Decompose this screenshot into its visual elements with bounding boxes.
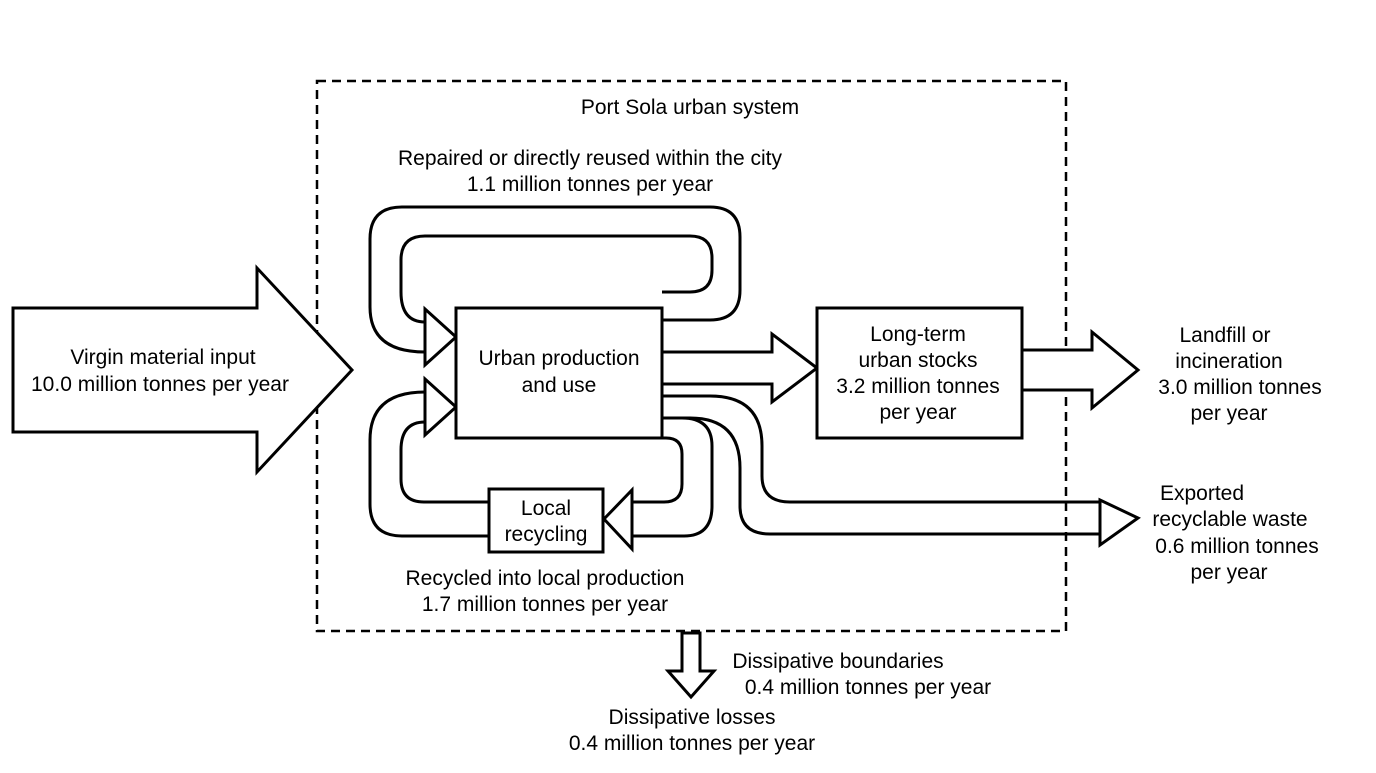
system-label: Port Sola urban system: [581, 96, 799, 119]
exported-value-1: 0.6 million tonnes: [1155, 535, 1318, 558]
recycled-label: Recycled into local production: [406, 567, 685, 590]
virgin-input-value: 10.0 million tonnes per year: [31, 373, 289, 396]
to-stocks-arrow: [660, 330, 820, 406]
urban-stocks-label-1: Long-term: [870, 323, 966, 346]
recycled-loop-arrow: [368, 375, 488, 538]
dissipative-arrow: [664, 631, 718, 700]
urban-production-label-1: Urban production: [478, 347, 639, 370]
exported-label-2: recyclable waste: [1152, 508, 1307, 531]
local-recycling-label-2: recycling: [505, 523, 588, 546]
dissipative-boundaries-label: Dissipative boundaries: [732, 650, 943, 673]
reuse-label: Repaired or directly reused within the c…: [398, 147, 783, 170]
landfill-label-2: incineration: [1175, 350, 1282, 373]
exported-label-1: Exported: [1160, 482, 1244, 505]
landfill-value-1: 3.0 million tonnes: [1158, 376, 1321, 399]
reuse-loop-arrow: [368, 205, 742, 369]
landfill-value-2: per year: [1190, 402, 1267, 425]
dissipative-losses-label: Dissipative losses: [609, 706, 776, 729]
exported-value-2: per year: [1190, 561, 1267, 584]
dissipative-losses-value: 0.4 million tonnes per year: [569, 732, 815, 755]
urban-stocks-label-2: urban stocks: [858, 349, 977, 372]
to-landfill-arrow: [1020, 328, 1141, 412]
dissipative-boundaries-value: 0.4 million tonnes per year: [745, 676, 991, 699]
urban-stocks-value-1: 3.2 million tonnes: [836, 375, 999, 398]
local-recycling-label-1: Local: [521, 497, 571, 520]
landfill-label-1: Landfill or: [1179, 324, 1270, 347]
urban-production-label-2: and use: [522, 374, 597, 397]
urban-production-box: [454, 306, 664, 440]
to-export-arrow: [662, 394, 1141, 548]
urban-stocks-box: [815, 306, 1024, 440]
urban-stocks-value-2: per year: [879, 401, 956, 424]
virgin-input-label: Virgin material input: [70, 346, 255, 369]
recycled-value: 1.7 million tonnes per year: [422, 593, 668, 616]
virgin-input-arrow: [11, 264, 355, 476]
reuse-value: 1.1 million tonnes per year: [467, 173, 713, 196]
local-recycling-box: [487, 487, 605, 554]
